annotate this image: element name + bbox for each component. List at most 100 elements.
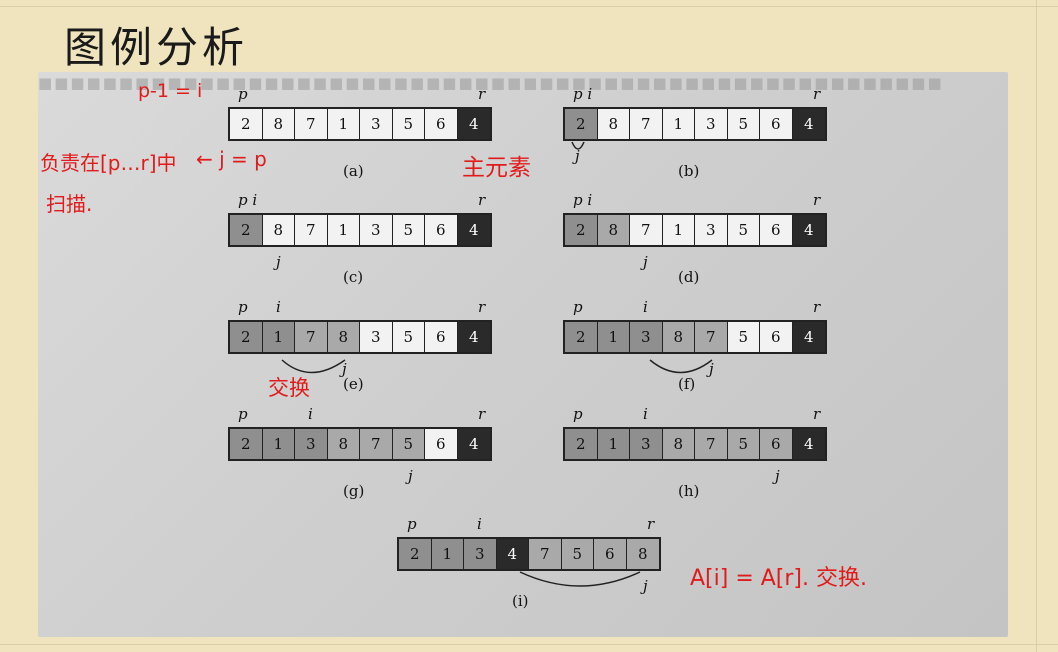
array-cell: 6 xyxy=(594,539,627,569)
array-cell: 7 xyxy=(695,429,728,459)
swap-arrow-b xyxy=(571,141,585,150)
label-p: p xyxy=(238,298,248,316)
array-cell: 7 xyxy=(529,539,562,569)
caption: (e) xyxy=(343,375,364,393)
label-j: j xyxy=(775,467,780,485)
label-j: j xyxy=(643,253,648,271)
caption: (a) xyxy=(343,162,364,180)
array-cell: 2 xyxy=(565,429,598,459)
array-cell: 5 xyxy=(392,215,425,245)
array-cell: 1 xyxy=(431,539,464,569)
annotation-j-eq-p: ← j = p xyxy=(196,147,267,171)
label-j: j xyxy=(643,577,648,595)
label-i: i xyxy=(477,515,482,533)
array-cell: 4 xyxy=(792,429,825,459)
array-cell: 1 xyxy=(662,215,695,245)
array-cell: 2 xyxy=(399,539,432,569)
array-cell: 2 xyxy=(230,429,263,459)
array-cell: 2 xyxy=(565,109,598,139)
array-cell: 3 xyxy=(695,109,728,139)
array-cell: 6 xyxy=(760,429,793,459)
array-cell: 1 xyxy=(597,322,630,352)
array-cell: 1 xyxy=(327,109,360,139)
label-j: j xyxy=(575,147,580,165)
array-cell: 4 xyxy=(457,429,490,459)
array-cell: 8 xyxy=(597,109,630,139)
array-cell: 1 xyxy=(662,109,695,139)
label-p: p xyxy=(238,85,248,103)
array-cell: 5 xyxy=(561,539,594,569)
label-p: p i xyxy=(573,85,593,103)
caption: (f) xyxy=(678,375,696,393)
array-cell: 8 xyxy=(626,539,659,569)
label-r: r xyxy=(813,298,821,316)
label-p: p xyxy=(573,298,583,316)
annotation-swap: 交换 xyxy=(268,376,310,400)
array-cell: 5 xyxy=(392,429,425,459)
array-cell: 6 xyxy=(425,109,458,139)
array-cell: 3 xyxy=(630,322,663,352)
label-j: j xyxy=(276,253,281,271)
label-r: r xyxy=(478,298,486,316)
array-cell: 2 xyxy=(565,215,598,245)
label-r: r xyxy=(478,85,486,103)
annotation-final-swap: A[i] = A[r]. 交换. xyxy=(690,566,867,591)
array-cell: 4 xyxy=(496,539,529,569)
array-cell: 3 xyxy=(695,215,728,245)
label-r: r xyxy=(813,405,821,423)
array-cell: 6 xyxy=(760,322,793,352)
swap-arrow-i xyxy=(519,571,641,587)
array-cell: 6 xyxy=(760,109,793,139)
array-cell: 3 xyxy=(360,215,393,245)
array-cell: 6 xyxy=(425,429,458,459)
label-p: p xyxy=(238,405,248,423)
label-i: i xyxy=(643,298,648,316)
array-cell: 8 xyxy=(327,429,360,459)
array-cell: 6 xyxy=(425,215,458,245)
array-cell: 2 xyxy=(230,215,263,245)
annotation-scan: 负责在[p…r]中 xyxy=(40,151,177,175)
array-cell: 7 xyxy=(360,429,393,459)
array-cell: 1 xyxy=(327,215,360,245)
caption: (c) xyxy=(343,268,364,286)
array-cell: 4 xyxy=(457,215,490,245)
array-cell: 8 xyxy=(262,215,295,245)
caption: (b) xyxy=(678,162,700,180)
swap-arrow-f xyxy=(649,359,713,374)
label-p: p xyxy=(573,405,583,423)
label-r: r xyxy=(647,515,655,533)
caption: (d) xyxy=(678,268,700,286)
array-cell: 3 xyxy=(464,539,497,569)
array-cell: 7 xyxy=(295,322,328,352)
array-cell: 5 xyxy=(727,429,760,459)
array-cell: 4 xyxy=(457,322,490,352)
array-cell: 8 xyxy=(662,429,695,459)
label-j: j xyxy=(342,360,347,378)
array-cell: 5 xyxy=(727,109,760,139)
label-j: j xyxy=(709,360,714,378)
swap-arrow-e xyxy=(281,359,346,374)
label-i: i xyxy=(643,405,648,423)
array-cell: 8 xyxy=(597,215,630,245)
label-r: r xyxy=(478,191,486,209)
array-cell: 8 xyxy=(662,322,695,352)
caption: (g) xyxy=(343,482,365,500)
array-cell: 2 xyxy=(565,322,598,352)
label-p: p i xyxy=(238,191,258,209)
array-cell: 4 xyxy=(792,322,825,352)
array-cell: 4 xyxy=(792,215,825,245)
array-cell: 2 xyxy=(230,322,263,352)
array-cell: 1 xyxy=(262,429,295,459)
array-cell: 7 xyxy=(630,215,663,245)
array-cell: 3 xyxy=(360,322,393,352)
